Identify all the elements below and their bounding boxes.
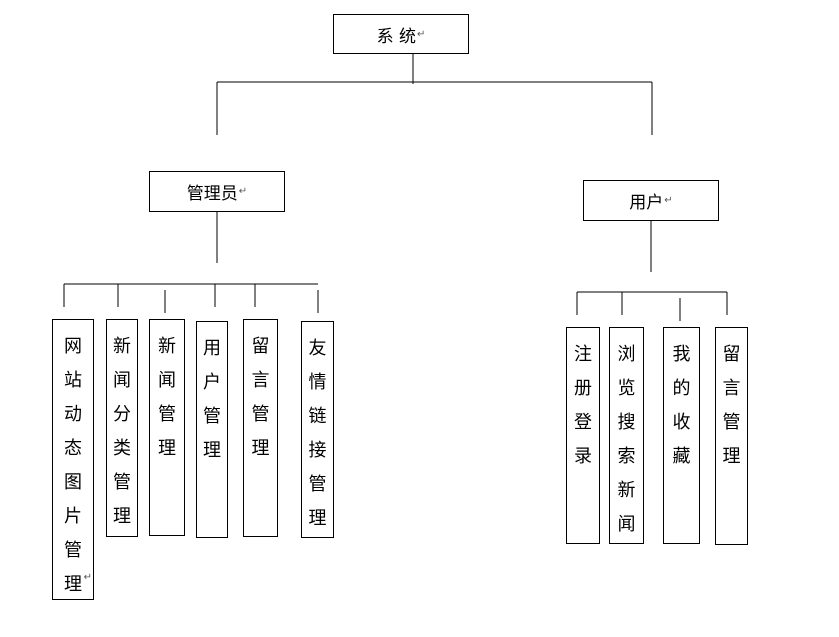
leaf-node-label: 友情链接管理 (308, 338, 327, 529)
leaf-node-label: 网站动态图片管理 (64, 336, 82, 595)
leaf-node-label: 新闻分类管理 (113, 336, 131, 527)
root-node-system: 系 统↵ (333, 14, 469, 54)
branch-node-admin: 管理员↵ (149, 171, 285, 212)
leaf-node-label: 新闻管理 (158, 336, 176, 459)
leaf-node-user-message-management: 留言管理 (715, 327, 748, 545)
paragraph-mark-icon: ↵ (238, 186, 248, 197)
leaf-node-user-management: 用户管理 (196, 321, 228, 538)
branch-node-label: 用户 (629, 193, 664, 213)
paragraph-mark-icon: ↵ (83, 572, 92, 583)
leaf-node-label: 我的收藏 (672, 344, 691, 467)
leaf-node-label: 用户管理 (203, 338, 221, 461)
root-node-label: 系 统 (376, 26, 416, 47)
leaf-node-my-favorites: 我的收藏 (663, 327, 700, 544)
leaf-node-browse-search-news: 浏览搜索新闻 (609, 327, 644, 544)
paragraph-mark-icon: ↵ (664, 195, 673, 206)
leaf-node-friend-link-management: 友情链接管理 (301, 321, 334, 538)
leaf-node-label: 浏览搜索新闻 (617, 344, 636, 535)
leaf-node-news-category-management: 新闻分类管理 (106, 319, 138, 537)
leaf-node-site-image-management: 网站动态图片管理 ↵ (52, 319, 94, 600)
leaf-node-label: 注册登录 (574, 344, 592, 467)
branch-node-label: 管理员 (186, 184, 238, 204)
leaf-node-register-login: 注册登录 (566, 327, 600, 544)
branch-node-user: 用户↵ (583, 180, 719, 221)
leaf-node-message-management: 留言管理 (243, 319, 278, 537)
leaf-node-label: 留言管理 (251, 336, 270, 459)
leaf-node-label: 留言管理 (722, 344, 741, 467)
leaf-node-news-management: 新闻管理 (149, 319, 185, 536)
paragraph-mark-icon: ↵ (417, 28, 426, 40)
